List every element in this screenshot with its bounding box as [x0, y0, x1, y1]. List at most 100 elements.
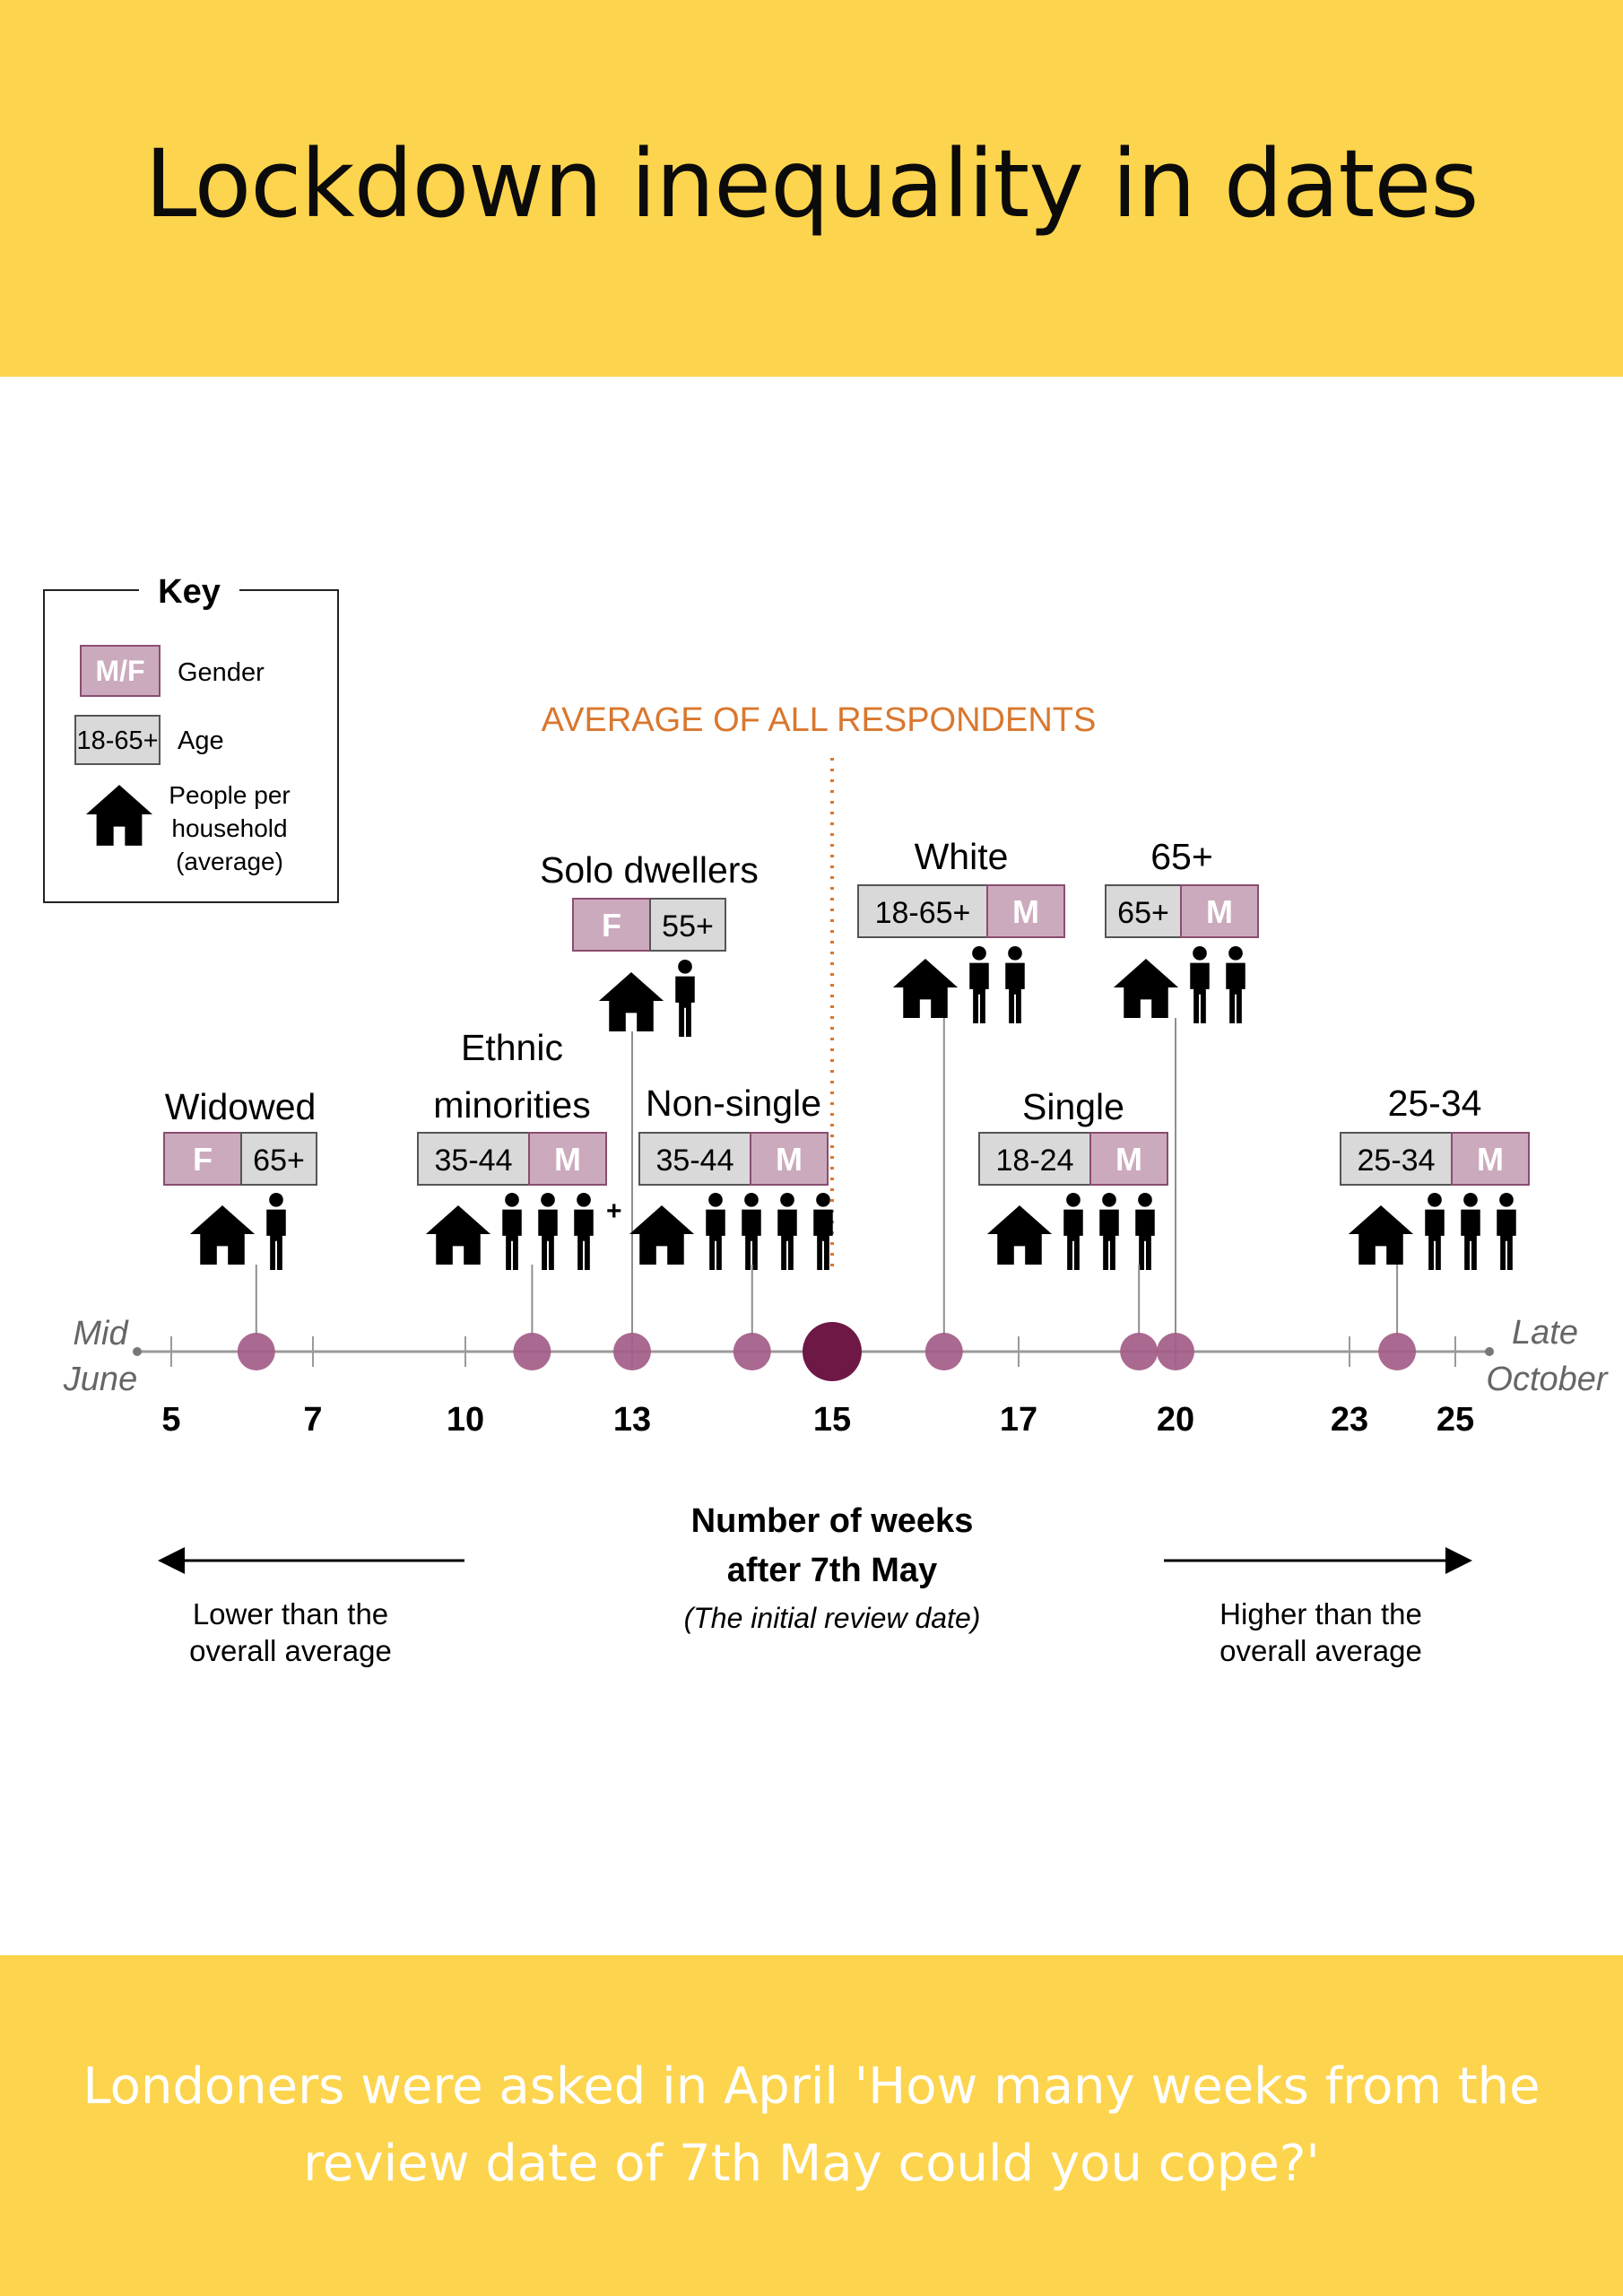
axis-title-line-1: Number of weeks	[691, 1502, 974, 1540]
house-icon	[598, 972, 664, 1031]
group-marker	[1378, 1333, 1417, 1370]
axis-left-end	[133, 1347, 142, 1356]
age-box	[638, 1132, 751, 1186]
timeline-chart: Key M/F Gender 18-65+ Age People per hou…	[43, 573, 1609, 1667]
person-icon	[1099, 1193, 1119, 1270]
legend-gender-sample: M/F	[95, 655, 144, 687]
markers	[237, 1322, 1417, 1381]
person-icon	[502, 1193, 522, 1270]
person-icon	[706, 1193, 725, 1270]
group-marker	[924, 1333, 963, 1370]
age-box	[857, 884, 988, 938]
group-label: Ethnic	[461, 1027, 563, 1068]
gender-box	[163, 1132, 242, 1186]
person-icon	[1135, 1193, 1155, 1270]
gender-box	[1451, 1132, 1530, 1186]
gender-value: M	[1012, 893, 1039, 930]
age-value: 35-44	[435, 1144, 513, 1178]
legend-gender-label: Gender	[178, 658, 265, 687]
house-icon	[1348, 1205, 1414, 1265]
group-label: Solo dwellers	[540, 849, 759, 891]
right-end-label-line-2: October	[1486, 1361, 1609, 1398]
group-label: 25-34	[1388, 1083, 1482, 1124]
group-label: Single	[1022, 1086, 1124, 1127]
legend-household-line-2: household	[171, 814, 287, 842]
right-end-label-line-1: Late	[1512, 1314, 1578, 1352]
house-icon	[425, 1205, 491, 1265]
age-value: 25-34	[1358, 1144, 1436, 1178]
person-icon	[1497, 1193, 1516, 1270]
page-title: Lockdown inequality in dates	[144, 129, 1479, 239]
legend: Key M/F Gender 18-65+ Age People per hou…	[43, 573, 339, 903]
legend-title: Key	[158, 573, 221, 611]
left-end-label-line-1: Mid	[73, 1315, 129, 1352]
person-icon	[969, 946, 989, 1023]
legend-household-line-1: People per	[169, 781, 290, 809]
age-box	[978, 1132, 1091, 1186]
title-banner: Lockdown inequality in dates	[0, 0, 1623, 377]
tick-label: 13	[613, 1401, 651, 1439]
age-value: 18-24	[996, 1144, 1074, 1178]
legend-title-backdrop	[139, 576, 239, 606]
person-icon	[1005, 946, 1025, 1023]
average-label: AVERAGE OF ALL RESPONDENTS	[542, 701, 1097, 739]
axis-title-line-2: after 7th May	[727, 1552, 937, 1589]
person-icon	[1190, 946, 1210, 1023]
gender-box	[1180, 884, 1259, 938]
age-box	[240, 1132, 317, 1186]
age-value: 18-65+	[875, 896, 971, 930]
group-marker	[513, 1333, 551, 1370]
person-icon	[1425, 1193, 1445, 1270]
gender-value: M	[1477, 1141, 1504, 1178]
right-note-line-1: Higher than the	[1219, 1597, 1422, 1631]
group-marker	[1120, 1333, 1159, 1370]
age-box	[1340, 1132, 1453, 1186]
person-icon	[266, 1193, 286, 1270]
legend-gender-swatch	[80, 645, 161, 697]
footer-text: Londoners were asked in April 'How many …	[82, 2057, 1541, 2193]
plus-icon: +	[606, 1196, 622, 1226]
left-note-line-1: Lower than the	[193, 1597, 388, 1631]
legend-age-sample: 18-65+	[76, 726, 158, 755]
person-icon	[574, 1193, 594, 1270]
gender-box	[1089, 1132, 1168, 1186]
person-icon	[777, 1193, 797, 1270]
group-label: minorities	[433, 1084, 590, 1126]
tick-label: 25	[1436, 1401, 1474, 1439]
axis-subtitle: (The initial review date)	[684, 1602, 981, 1634]
gender-box	[572, 898, 651, 952]
tick-label: 23	[1331, 1401, 1368, 1439]
person-icon	[1063, 1193, 1083, 1270]
age-value: 65+	[1117, 896, 1169, 930]
axis-right-end	[1485, 1347, 1494, 1356]
person-icon	[1461, 1193, 1480, 1270]
group-label: Non-single	[646, 1083, 821, 1124]
gender-value: F	[602, 907, 621, 944]
tick-label: 17	[1000, 1401, 1037, 1439]
legend-age-swatch	[74, 715, 161, 765]
legend-household-line-3: (average)	[176, 848, 283, 875]
tick-label: 20	[1157, 1401, 1194, 1439]
left-end-label-line-2: June	[63, 1361, 137, 1398]
group-white: White 18-65+ M	[857, 836, 1065, 1335]
person-icon	[813, 1193, 833, 1270]
person-icon	[742, 1193, 761, 1270]
group-label: White	[915, 836, 1009, 877]
house-icon	[86, 785, 152, 846]
house-icon	[986, 1205, 1053, 1265]
group-label: 65+	[1150, 836, 1213, 877]
gender-box	[528, 1132, 607, 1186]
group-marker	[1157, 1333, 1194, 1370]
gender-value: F	[193, 1141, 213, 1178]
house-icon	[189, 1205, 256, 1265]
person-icon	[1226, 946, 1245, 1023]
average-marker	[803, 1322, 862, 1381]
age-value: 65+	[253, 1144, 305, 1178]
gender-box	[750, 1132, 829, 1186]
